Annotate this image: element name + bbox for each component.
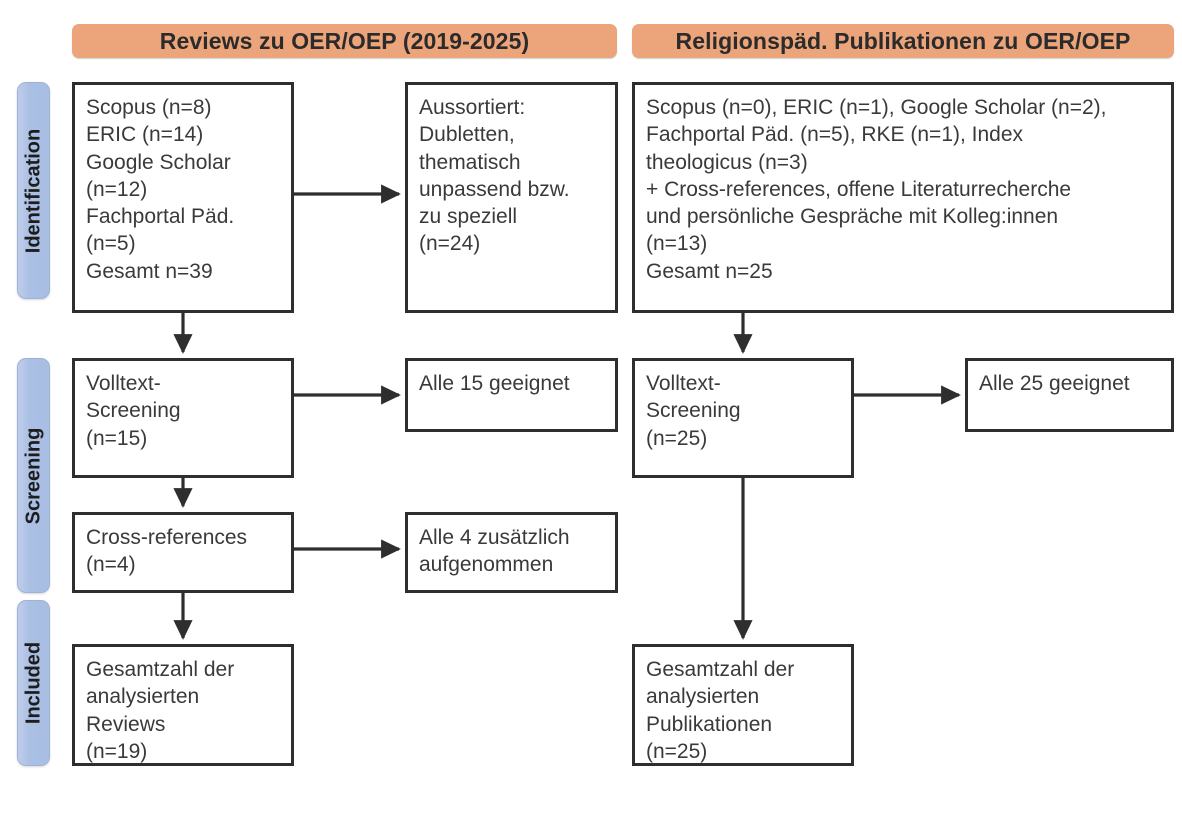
box-left-screening-result: Alle 15 geeignet bbox=[405, 358, 618, 432]
box-right-screening-result: Alle 25 geeignet bbox=[965, 358, 1174, 432]
column-header-publications-label: Religionspäd. Publikationen zu OER/OEP bbox=[675, 27, 1131, 54]
stage-bar-included: Included bbox=[17, 600, 50, 766]
box-right-identification-sources: Scopus (n=0), ERIC (n=1), Google Scholar… bbox=[632, 82, 1174, 313]
box-left-crossreferences: Cross-references (n=4) bbox=[72, 512, 294, 593]
column-header-reviews: Reviews zu OER/OEP (2019-2025) bbox=[72, 24, 617, 58]
stage-label-included: Included bbox=[22, 641, 44, 725]
box-right-fulltext-screening: Volltext- Screening (n=25) bbox=[632, 358, 854, 478]
column-header-publications: Religionspäd. Publikationen zu OER/OEP bbox=[632, 24, 1174, 58]
stage-bar-screening: Screening bbox=[17, 358, 50, 593]
box-left-crossreferences-result: Alle 4 zusätzlich aufgenommen bbox=[405, 512, 618, 593]
box-left-fulltext-screening: Volltext- Screening (n=15) bbox=[72, 358, 294, 478]
box-right-included-total: Gesamtzahl der analysierten Publikatione… bbox=[632, 644, 854, 766]
stage-label-screening: Screening bbox=[22, 427, 44, 524]
box-left-identification-sources: Scopus (n=8) ERIC (n=14) Google Scholar … bbox=[72, 82, 294, 313]
box-left-included-total: Gesamtzahl der analysierten Reviews (n=1… bbox=[72, 644, 294, 766]
stage-label-identification: Identification bbox=[22, 128, 44, 253]
stage-bar-identification: Identification bbox=[17, 82, 50, 299]
box-left-excluded: Aussortiert: Dubletten, thematisch unpas… bbox=[405, 82, 618, 313]
column-header-reviews-label: Reviews zu OER/OEP (2019-2025) bbox=[159, 27, 530, 54]
